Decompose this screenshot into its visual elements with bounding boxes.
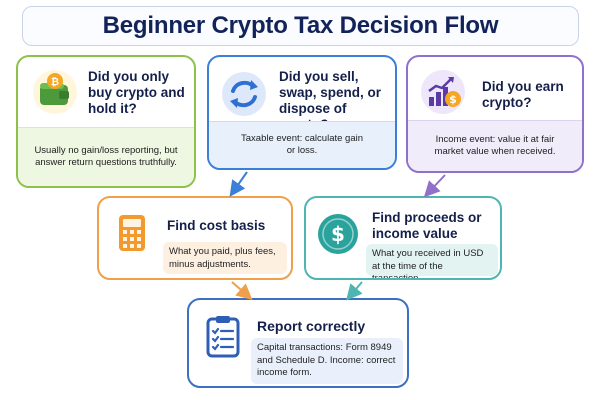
card-description: What you received in USD at the time of … (366, 244, 498, 278)
income-chart-icon: $ (420, 69, 466, 120)
card-description: What you paid, plus fees, minus adjustme… (163, 242, 287, 274)
arrow-cost-basis-to-report (231, 281, 253, 300)
wallet-bitcoin-icon: ₿ (32, 69, 78, 120)
card-buy-and-hold: ₿ Did you only buy crypto and hold it? U… (16, 55, 196, 188)
svg-text:$: $ (449, 93, 457, 106)
card-earn-crypto: $ Did you earn crypto? Income event: val… (406, 55, 584, 173)
calculator-icon (111, 212, 153, 259)
card-description: Income event: value it at fair market va… (408, 120, 582, 171)
card-description: Usually no gain/loss reporting, but answ… (18, 127, 194, 186)
page-title: Beginner Crypto Tax Decision Flow (102, 12, 499, 39)
card-heading: Report correctly (257, 318, 366, 334)
svg-text:$: $ (331, 222, 345, 246)
card-description: Taxable event: calculate gain or loss. (209, 121, 395, 168)
card-proceeds-income-value: $ Find proceeds or income value What you… (304, 196, 502, 280)
card-report-correctly: Report correctly Capital transactions: F… (187, 298, 409, 388)
card-heading: Find proceeds or income value (372, 210, 482, 241)
arrow-proceeds-to-report (346, 281, 363, 301)
title-banner: Beginner Crypto Tax Decision Flow (22, 6, 579, 46)
checklist-clipboard-icon (203, 314, 243, 363)
svg-text:₿: ₿ (51, 76, 59, 88)
card-heading: Did you earn crypto? (482, 79, 564, 110)
card-description: Capital transactions: Form 8949 and Sche… (251, 338, 403, 384)
card-sell-swap-dispose: Did you sell, swap, spend, or dispose of… (207, 55, 397, 170)
card-heading: Did you only buy crypto and hold it? (88, 69, 185, 116)
arrow-earn-to-proceeds (423, 174, 446, 198)
card-heading: Find cost basis (167, 218, 266, 233)
card-cost-basis: Find cost basis What you paid, plus fees… (97, 196, 293, 280)
swap-arrows-icon (221, 71, 267, 122)
dollar-coin-icon: $ (316, 212, 360, 261)
arrow-sell-to-cost-basis (229, 171, 248, 197)
